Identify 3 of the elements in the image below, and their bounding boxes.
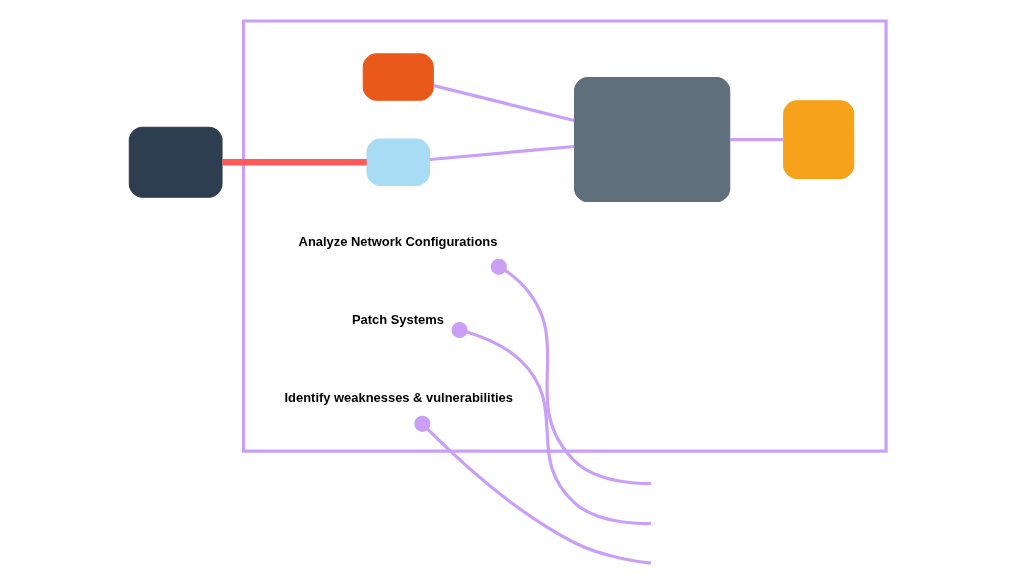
node-text: Patch Systems [351, 312, 444, 328]
node-text: Analyze Network Configurations [298, 234, 498, 250]
node-text: Identify weaknesses & vulnerabilities [284, 389, 513, 405]
